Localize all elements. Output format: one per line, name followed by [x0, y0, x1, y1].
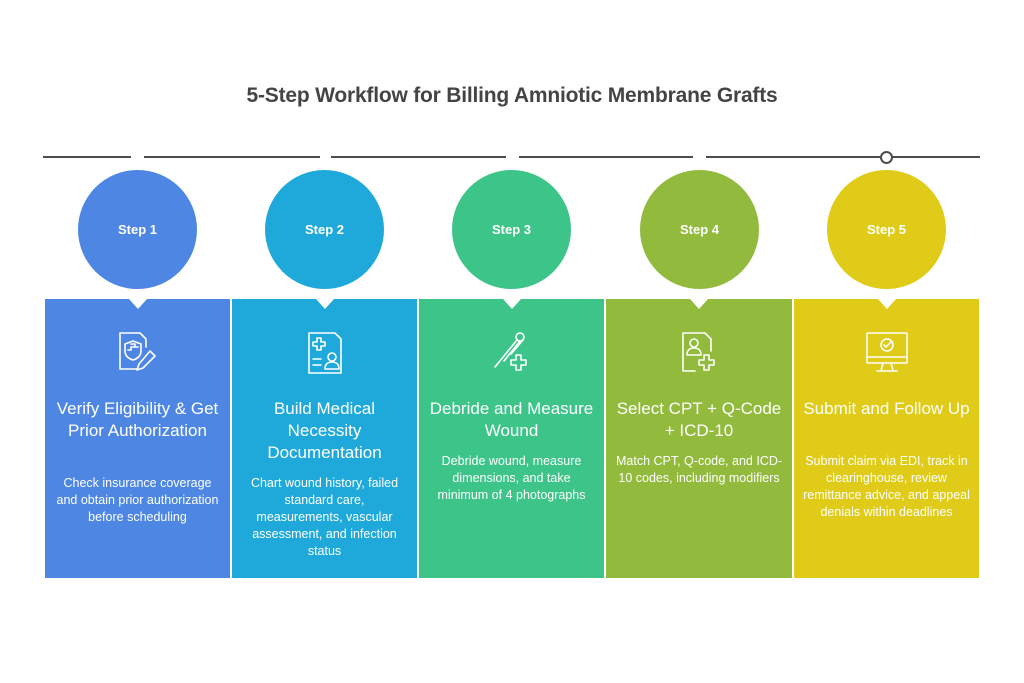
step-2-circle: Step 2	[265, 170, 384, 289]
card-notch	[690, 299, 708, 309]
step-5-circle: Step 5	[827, 170, 946, 289]
step-description: Chart wound history, failed standard car…	[250, 476, 399, 558]
thermometer-plus-icon	[493, 332, 527, 371]
step-label: Step 4	[679, 222, 719, 237]
page-title: 5-Step Workflow for Billing Amniotic Mem…	[246, 84, 778, 107]
timeline-segment	[144, 156, 320, 158]
step-4-card: Select CPT + Q-Code + ICD-10 Match CPT, …	[606, 299, 792, 578]
step-title: Submit and Follow Up	[803, 399, 970, 418]
step-description: Debride wound, measure dimensions, and t…	[437, 454, 586, 502]
step-3-card: Debride and Measure Wound Debride wound,…	[419, 299, 604, 578]
step-4-circle: Step 4	[640, 170, 759, 289]
monitor-check-icon	[865, 332, 908, 372]
step-1-card: Verify Eligibility & Get Prior Authoriza…	[45, 299, 230, 578]
card-notch	[315, 299, 334, 309]
step-label: Step 3	[491, 222, 531, 237]
timeline-marker	[880, 151, 893, 164]
step-description: Check insurance coverage and obtain prio…	[56, 476, 219, 524]
timeline-segment	[43, 156, 131, 158]
patient-file-plus-icon	[682, 332, 715, 372]
step-title: Select CPT + Q-Code + ICD-10	[616, 399, 782, 440]
step-title: Debride and Measure Wound	[429, 399, 594, 440]
step-description: Submit claim via EDI, track in clearingh…	[803, 454, 970, 519]
shield-document-pen-icon	[118, 332, 156, 371]
step-title: Verify Eligibility & Get Prior Authoriza…	[56, 399, 219, 440]
card-notch	[877, 299, 896, 309]
step-3-circle: Step 3	[452, 170, 571, 289]
step-2-card: Build Medical Necessity Documentation Ch…	[232, 299, 417, 578]
step-5-card: Submit and Follow Up Submit claim via ED…	[794, 299, 979, 578]
step-label: Step 5	[866, 222, 906, 237]
timeline-segment	[706, 156, 980, 158]
card-notch	[128, 299, 147, 309]
medical-record-icon	[307, 332, 342, 374]
timeline-segment	[331, 156, 506, 158]
step-label: Step 1	[117, 222, 157, 237]
step-label: Step 2	[304, 222, 344, 237]
step-title: Build Medical Necessity Documentation	[267, 399, 382, 462]
timeline-segment	[519, 156, 693, 158]
step-description: Match CPT, Q-code, and ICD-10 codes, inc…	[615, 454, 783, 485]
step-1-circle: Step 1	[78, 170, 197, 289]
card-notch	[502, 299, 521, 309]
